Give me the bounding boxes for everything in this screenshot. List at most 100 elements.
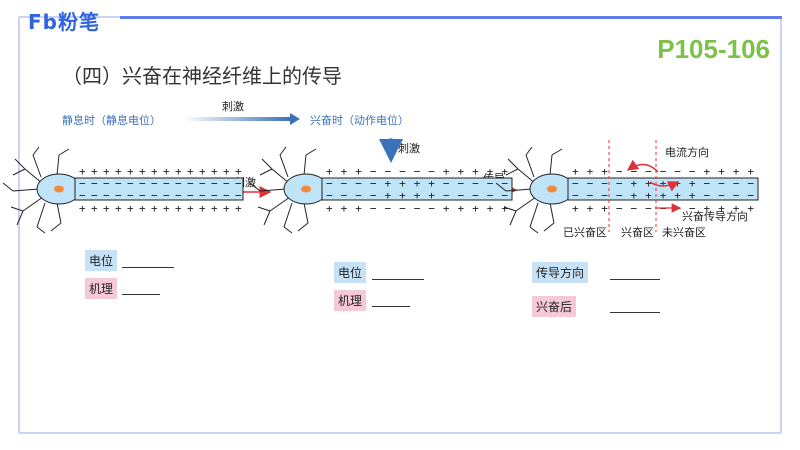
outer-charge: + bbox=[199, 202, 206, 215]
zone-excite-label: 兴奋区 bbox=[621, 226, 654, 239]
dendrite bbox=[16, 210, 24, 226]
top-flow-arrow-head bbox=[290, 113, 300, 125]
inner-charge: − bbox=[747, 189, 754, 202]
outer-charge: + bbox=[151, 202, 158, 215]
inner-charge: − bbox=[199, 189, 206, 202]
outer-charge: + bbox=[211, 165, 218, 178]
outer-charge: + bbox=[115, 202, 122, 215]
outer-charge: + bbox=[458, 165, 465, 178]
outer-charge: − bbox=[674, 165, 681, 178]
dendrite bbox=[56, 202, 62, 224]
panel3-after-blank[interactable] bbox=[610, 312, 660, 313]
inner-charge: − bbox=[341, 189, 348, 202]
top-stim-label: 刺激 bbox=[222, 100, 244, 113]
rest-state-label: 静息时（静息电位） bbox=[62, 114, 161, 127]
inner-charge: + bbox=[399, 189, 406, 202]
inner-charge: − bbox=[572, 189, 579, 202]
outer-charge: + bbox=[587, 165, 594, 178]
outer-charge: + bbox=[91, 165, 98, 178]
inner-charge: − bbox=[326, 189, 333, 202]
outer-charge: + bbox=[235, 165, 242, 178]
outer-charge: − bbox=[414, 202, 421, 215]
outer-charge: + bbox=[733, 165, 740, 178]
inner-charge: + bbox=[384, 189, 391, 202]
outer-charge: + bbox=[79, 202, 86, 215]
page-title: （四）兴奋在神经纤维上的传导 bbox=[62, 64, 342, 88]
outer-charge: + bbox=[175, 165, 182, 178]
dendrite bbox=[2, 182, 14, 192]
outer-charge: + bbox=[747, 202, 754, 215]
outer-charge: + bbox=[601, 202, 608, 215]
outer-charge: + bbox=[223, 165, 230, 178]
panel1-mechanism-blank[interactable] bbox=[122, 294, 160, 295]
outer-charge: + bbox=[572, 165, 579, 178]
dendrite bbox=[257, 206, 271, 212]
outer-charge: − bbox=[645, 202, 652, 215]
panel2-mechanism-blank[interactable] bbox=[372, 306, 410, 307]
outer-charge: + bbox=[151, 165, 158, 178]
outer-charge: + bbox=[175, 202, 182, 215]
inner-charge: + bbox=[630, 177, 637, 190]
current-direction-label: 电流方向 bbox=[665, 146, 709, 159]
inner-charge: − bbox=[115, 189, 122, 202]
zone-before-label: 未兴奋区 bbox=[662, 226, 706, 239]
outer-charge: + bbox=[127, 202, 134, 215]
inner-charge: − bbox=[501, 177, 508, 190]
inner-charge: − bbox=[601, 189, 608, 202]
inner-charge: + bbox=[689, 177, 696, 190]
outer-charge: + bbox=[355, 165, 362, 178]
outer-charge: + bbox=[443, 202, 450, 215]
dendrite bbox=[50, 222, 62, 232]
outer-charge: + bbox=[718, 202, 725, 215]
dendrite bbox=[525, 146, 533, 156]
inner-charge: − bbox=[487, 189, 494, 202]
panel1-potential-blank[interactable] bbox=[122, 267, 174, 268]
panel3-after-tag: 兴奋后 bbox=[532, 296, 577, 317]
outer-charge: + bbox=[139, 165, 146, 178]
dendrite bbox=[249, 182, 261, 192]
panel3-direction-blank[interactable] bbox=[610, 279, 660, 280]
inner-charge: − bbox=[151, 189, 158, 202]
outer-charge: + bbox=[103, 202, 110, 215]
outer-charge: − bbox=[399, 202, 406, 215]
outer-charge: − bbox=[660, 165, 667, 178]
outer-charge: + bbox=[115, 165, 122, 178]
inner-charge: − bbox=[79, 189, 86, 202]
outer-charge: + bbox=[163, 165, 170, 178]
inner-charge: − bbox=[443, 177, 450, 190]
dendrite bbox=[305, 148, 317, 156]
axon-1 bbox=[74, 177, 244, 201]
panel2-mechanism-tag: 机理 bbox=[334, 290, 367, 311]
inner-charge: − bbox=[587, 189, 594, 202]
inner-charge: + bbox=[384, 177, 391, 190]
outer-charge: + bbox=[127, 165, 134, 178]
dendrite bbox=[283, 202, 293, 228]
outer-charge: + bbox=[235, 202, 242, 215]
inner-charge: − bbox=[370, 177, 377, 190]
outer-charge: − bbox=[370, 165, 377, 178]
excite-state-label: 兴奋时（动作电位） bbox=[310, 114, 409, 127]
inner-charge: − bbox=[616, 177, 623, 190]
dendrite bbox=[12, 168, 26, 176]
dendrite bbox=[551, 148, 563, 156]
panel1-mechanism-tag: 机理 bbox=[85, 278, 118, 299]
dendrite bbox=[269, 196, 291, 212]
dendrite bbox=[549, 202, 555, 224]
inner-charge: − bbox=[458, 177, 465, 190]
panel2-potential-blank[interactable] bbox=[372, 279, 424, 280]
page-number: P105-106 bbox=[657, 34, 770, 64]
dendrite bbox=[505, 168, 519, 176]
inner-charge: − bbox=[355, 177, 362, 190]
inner-charge: − bbox=[616, 189, 623, 202]
inner-charge: + bbox=[645, 177, 652, 190]
panel3-direction-tag: 传导方向 bbox=[532, 262, 589, 283]
axon-3 bbox=[567, 177, 759, 201]
dendrite bbox=[279, 154, 289, 178]
dendrite bbox=[297, 222, 309, 232]
inner-charge: − bbox=[187, 189, 194, 202]
outer-charge: + bbox=[223, 202, 230, 215]
panel2-potential-tag: 电位 bbox=[334, 262, 367, 283]
dendrite bbox=[525, 154, 535, 178]
dendrite bbox=[14, 158, 26, 170]
inner-charge: − bbox=[139, 177, 146, 190]
